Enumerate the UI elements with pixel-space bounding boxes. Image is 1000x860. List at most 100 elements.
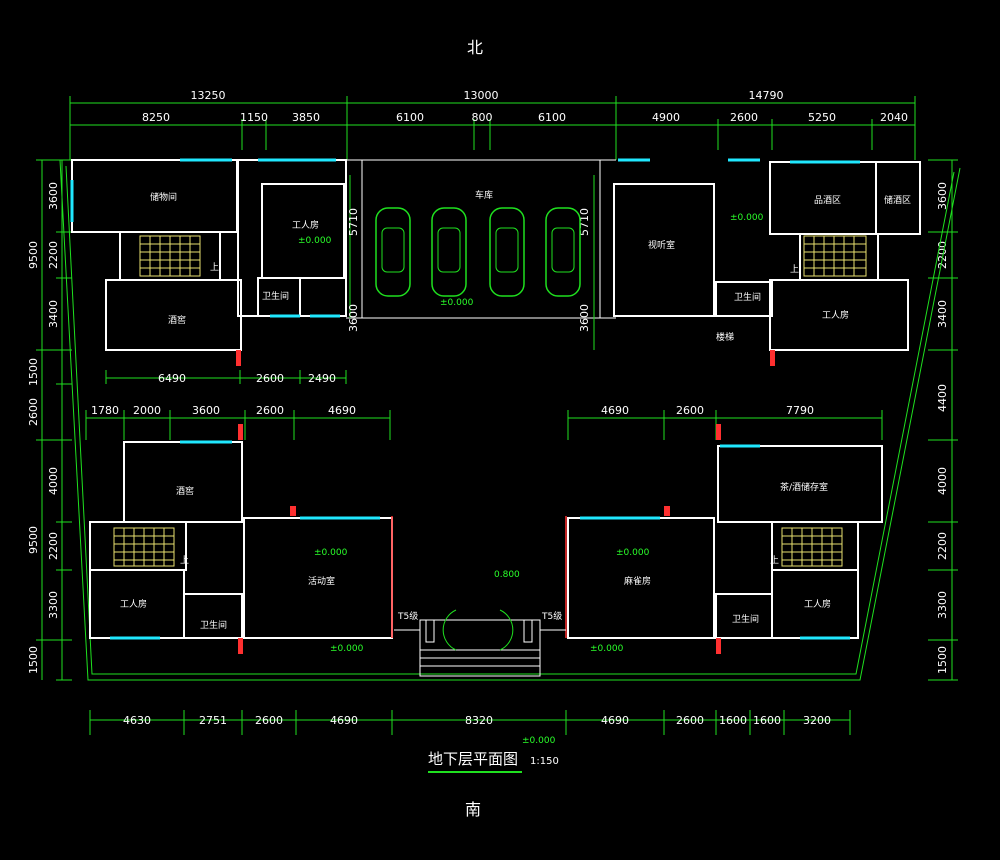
ne-stair <box>803 235 867 277</box>
level-l4: ±0.000 <box>314 548 348 558</box>
level-l7: ±0.000 <box>590 644 624 654</box>
dim-left-7: 2200 <box>47 532 60 560</box>
dim-left-total-2: 9500 <box>27 526 40 554</box>
dim-upper-right-1: 4690 <box>601 404 629 417</box>
dim-top-total-1: 13250 <box>191 89 226 102</box>
column-markers <box>236 350 775 654</box>
dim-top-part-3: 3850 <box>292 111 320 124</box>
dim-bottom-10: 3200 <box>803 714 831 727</box>
room-servant-n: 工人房 <box>292 219 319 231</box>
dim-right-6: 2200 <box>936 532 949 560</box>
nw-stair <box>139 235 201 277</box>
site-boundary <box>59 159 961 681</box>
room-wine-bar: 储酒区 <box>884 194 911 206</box>
dim-top-total-3: 14790 <box>749 89 784 102</box>
dim-right-1: 3600 <box>936 182 949 210</box>
level-court: 0.800 <box>494 570 520 580</box>
level-bottom: ±0.000 <box>522 736 556 746</box>
garage-walls <box>346 159 616 350</box>
south-label: 南 <box>465 800 481 819</box>
dim-top-total-2: 13000 <box>464 89 499 102</box>
sw-stair-up: 上 <box>180 555 189 566</box>
dim-bottom-3: 2600 <box>255 714 283 727</box>
dim-bottom-4: 4690 <box>330 714 358 727</box>
dim-left-1: 3600 <box>47 182 60 210</box>
room-tasting: 品酒区 <box>814 195 841 206</box>
dim-right-7: 3300 <box>936 591 949 619</box>
room-tea: 茶/酒储存室 <box>780 481 828 493</box>
dim-left-5: 2600 <box>27 398 40 426</box>
dim-top-part-1: 8250 <box>142 111 170 124</box>
se-stair <box>781 527 843 567</box>
level-l2: ±0.000 <box>440 298 474 308</box>
car-icon <box>431 207 467 297</box>
dim-upper-left-4: 2600 <box>256 404 284 417</box>
steps-label-left: T5级 <box>397 610 418 622</box>
dim-top-part-5: 800 <box>472 111 493 124</box>
room-wine-cellar-nw: 酒窖 <box>168 314 186 326</box>
dim-garage-2: 3600 <box>347 304 360 332</box>
dim-top-part-2: 1150 <box>240 111 268 124</box>
dim-bottom-1: 4630 <box>123 714 151 727</box>
dim-upper-left-1: 1780 <box>91 404 119 417</box>
dim-bottom-9: 1600 <box>753 714 781 727</box>
ne-block-walls <box>613 161 921 351</box>
room-servant-se: 工人房 <box>804 598 831 610</box>
entrance <box>394 609 566 677</box>
mid-dim-left <box>105 370 347 384</box>
room-bathroom-sw: 卫生间 <box>200 619 227 631</box>
dim-top-part-6: 6100 <box>538 111 566 124</box>
dim-mid-2: 2600 <box>256 372 284 385</box>
dim-top-part-7: 4900 <box>652 111 680 124</box>
dim-upper-right-3: 7790 <box>786 404 814 417</box>
dim-upper-left-2: 2000 <box>133 404 161 417</box>
dim-upper-right-2: 2600 <box>676 404 704 417</box>
dim-mid-3: 2490 <box>308 372 336 385</box>
car-icon <box>375 207 411 297</box>
room-servant-sw: 工人房 <box>120 598 147 610</box>
dim-upper-left-5: 4690 <box>328 404 356 417</box>
room-bathroom-ne: 卫生间 <box>734 291 761 303</box>
room-garage: 车库 <box>475 189 493 201</box>
room-bathroom-n: 卫生间 <box>262 290 289 302</box>
dim-left-3: 3400 <box>47 300 60 328</box>
dim-left-4: 1500 <box>27 358 40 386</box>
steps-label-right: T5级 <box>541 610 562 622</box>
dim-left-8: 3300 <box>47 591 60 619</box>
dim-right-3: 3400 <box>936 300 949 328</box>
dim-left-9: 1500 <box>27 646 40 674</box>
window-marks <box>70 158 860 640</box>
dim-bottom-2: 2751 <box>199 714 227 727</box>
nw-stair-up: 上 <box>210 262 219 273</box>
level-l1: ±0.000 <box>298 236 332 246</box>
right-dimension-lines <box>928 159 958 681</box>
dim-garage-4: 3600 <box>578 304 591 332</box>
dim-mid-1: 6490 <box>158 372 186 385</box>
dim-garage-3: 5710 <box>578 208 591 236</box>
room-wine-cellar-sw: 酒窖 <box>176 485 194 497</box>
nw-block-walls <box>71 159 347 351</box>
dim-garage-1: 5710 <box>347 208 360 236</box>
drawing-title: 地下层平面图 <box>428 750 518 768</box>
dim-bottom-8: 1600 <box>719 714 747 727</box>
room-bathroom-se: 卫生间 <box>732 613 759 625</box>
dim-right-5: 4000 <box>936 467 949 495</box>
top-dimension-lines <box>69 96 916 160</box>
ne-stair-up: 上 <box>790 264 799 275</box>
level-l6: ±0.000 <box>616 548 650 558</box>
dim-bottom-5: 8320 <box>465 714 493 727</box>
dim-top-part-8: 2600 <box>730 111 758 124</box>
level-l3: ±0.000 <box>730 213 764 223</box>
site-boundary-inner <box>65 165 955 675</box>
room-servant-ne: 工人房 <box>822 309 849 321</box>
room-theater: 视听室 <box>648 239 675 251</box>
se-block-walls <box>565 445 883 639</box>
room-activity: 活动室 <box>308 575 335 587</box>
dim-right-8: 1500 <box>936 646 949 674</box>
car-icon <box>545 207 581 297</box>
sw-stair <box>113 527 175 567</box>
dim-left-total-1: 9500 <box>27 241 40 269</box>
left-dimension-lines <box>36 159 72 681</box>
dim-top-part-10: 2040 <box>880 111 908 124</box>
